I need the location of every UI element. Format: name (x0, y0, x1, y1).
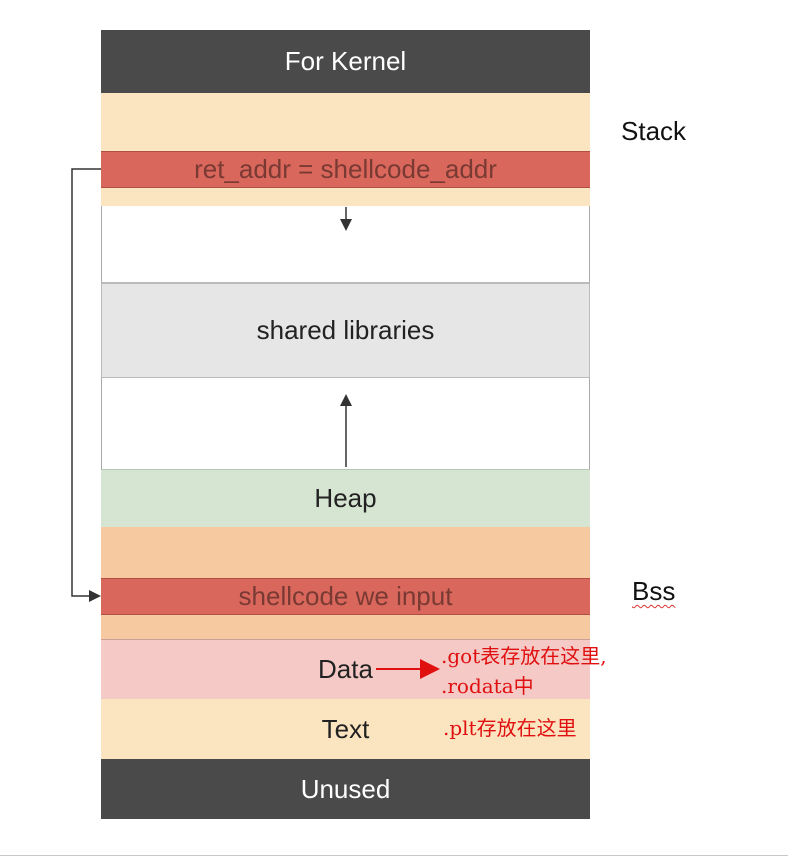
shared-libraries-segment: shared libraries (101, 283, 590, 378)
bss-segment-top (101, 527, 590, 578)
bottom-divider (0, 855, 788, 856)
kernel-segment: For Kernel (101, 30, 590, 93)
stack-segment-bottom (101, 188, 590, 206)
kernel-label: For Kernel (284, 46, 407, 76)
stack-label: Stack (621, 116, 687, 146)
text-segment: Text (101, 699, 590, 759)
heap-label: Heap (314, 483, 377, 513)
ret-addr-segment: ret_addr = shellcode_addr (101, 151, 590, 188)
shellcode-segment: shellcode we input (101, 578, 590, 615)
shellcode-label: shellcode we input (238, 581, 453, 611)
plt-annotation: .plt存放在这里 (443, 716, 577, 740)
return-jump-arrow (71, 168, 101, 602)
ret-addr-label: ret_addr = shellcode_addr (194, 154, 497, 184)
stack-segment-top (101, 93, 590, 151)
data-label: Data (318, 654, 373, 684)
data-segment: Data (101, 639, 590, 699)
bss-label: Bss (632, 576, 676, 606)
shared-libraries-label: shared libraries (256, 315, 435, 345)
bss-segment-bottom (101, 615, 590, 639)
unused-segment: Unused (101, 759, 590, 819)
text-label: Text (321, 713, 370, 744)
got-annotation-line2: .rodata中 (441, 674, 534, 698)
unused-label: Unused (300, 773, 391, 804)
heap-segment: Heap (101, 469, 590, 527)
got-annotation-line1: .got表存放在这里, (441, 644, 607, 668)
